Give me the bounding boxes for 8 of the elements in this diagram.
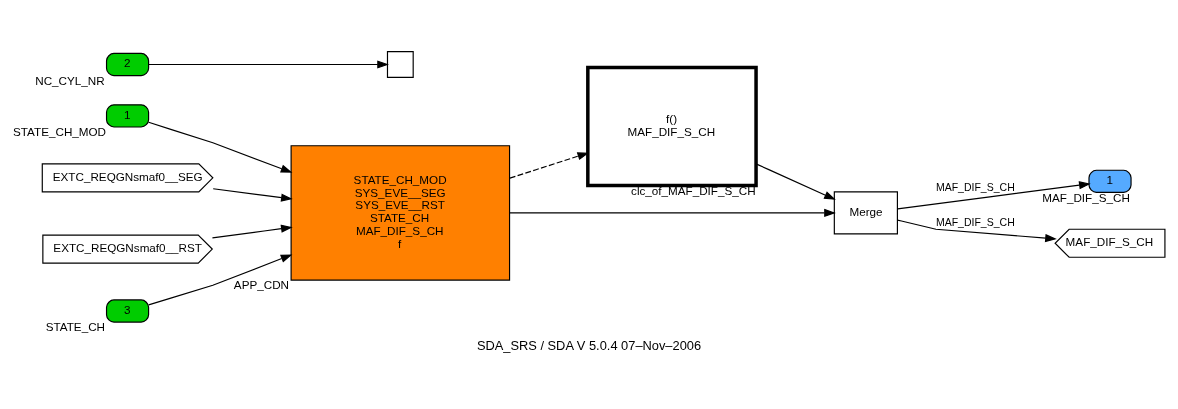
node-label: STATE_CH — [45, 319, 106, 333]
edge-label: MAF_DIF_S_CH — [935, 215, 1015, 228]
caption: SDA_SRS / SDA V 5.0.4 07–Nov–2006 — [476, 337, 702, 353]
node-label: STATE_CH_MOD — [13, 124, 107, 138]
node-label: NC_CYL_NR — [35, 73, 105, 87]
edge-label: MAF_DIF_S_CH — [935, 180, 1015, 193]
node-label: MAF_DIF_S_CH — [1042, 190, 1130, 204]
node-label: APP_CDN — [233, 277, 290, 291]
